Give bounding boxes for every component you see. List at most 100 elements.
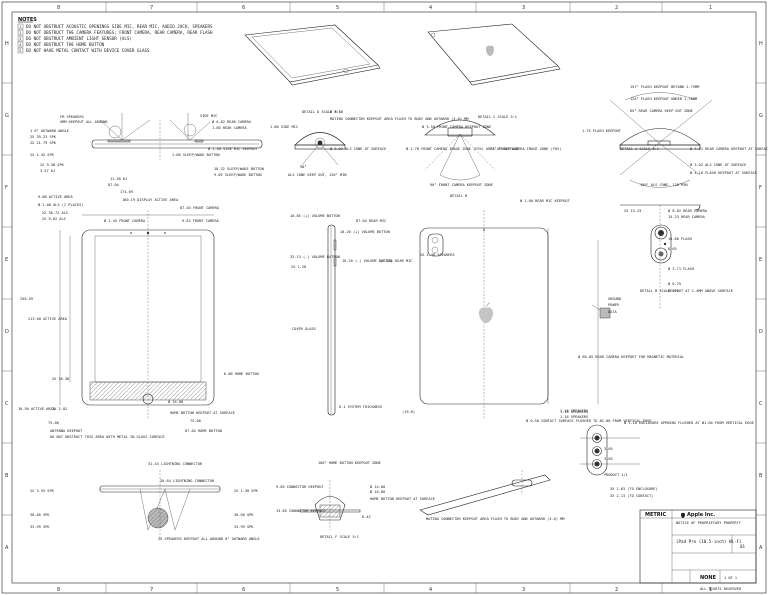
rear-detail-label: POWER [608,303,620,307]
camera-detail-label: 90° FRONT CAMERA KEEPOUT ZONE [430,183,493,187]
bottom-views-label: MATING CONNECTOR KEEPOUT AREA FLUSH TO B… [426,517,565,521]
note-number-box [17,41,24,48]
flash-detail-label: Ø 3.02 ALS CONE AT SURFACE [690,162,746,167]
side-view-label: 2X 21.79 SPK [30,141,57,145]
title-rights: ALL RIGHTS RESERVED [700,587,741,591]
col-label-top: 3 [522,5,525,11]
side-view-label: SIDE MIC [200,114,217,118]
note-number: 1 [19,25,21,29]
col-label-top: 4 [429,5,432,11]
isometric-front-view [244,24,381,86]
note-number: 5 [19,49,21,53]
bottom-views-label: Ø 14.00 [370,484,385,489]
col-label-bottom: 2 [615,587,618,593]
bottom-views-label: 30.60 SPK [30,513,50,517]
note-number: 2 [19,31,21,35]
title-units: METRIC [645,512,667,518]
mic-detail [294,132,346,166]
row-label-right: G [759,113,763,119]
bottom-views-label: DETAIL F SCALE 5:1 [320,535,359,539]
bottom-views-label: 20.64 LIGHTNING CONNECTOR [160,479,215,483]
isometric-rear-view [427,23,561,86]
col-label-bottom: 1 [709,587,712,593]
camera-detail-label: Ø 2.78 FRONT CAMERA IMAGE ZONE (FOV) ARE… [406,146,519,151]
mic-detail-label: MATING CONNECTOR KEEPOUT AREA FLUSH TO B… [330,117,469,121]
mic-detail-label: DETAIL D SCALE 5:1 [302,110,341,114]
rear-detail-label: 8.65 [668,247,677,251]
lightning-connector-detail [419,470,551,516]
rear-view-label: (19.8) [402,410,415,414]
title-product: iPad Pro (10.5-inch) Wi-Fi [676,539,742,544]
camera-detail-label: DETAIL C SCALE 5:1 [478,115,517,119]
flash-detail-label: 65° REAR CAMERA KEEP OUT ZONE [630,109,693,113]
connector-detail-label: Ø 0.50 CONTACT SURFACE FLUSHED TO Ø1.00 … [526,418,652,423]
bottom-views-label: 31.44 LIGHTNING CONNECTOR [148,462,203,466]
rear-detail-label: 15.23 REAR CAMERA [668,215,706,219]
rear-detail-label: Ø 8.82 REAR CAMERA [668,208,708,213]
side-profile-label: 10.85 (+) VOLUME BUTTON [290,214,340,218]
front-view-label: DO NOT OBSTRUCT THIS AREA WITH METAL IN … [50,435,165,439]
front-view-label: ANTENNA KEEPOUT [50,429,83,433]
side-view-label: 1.80 SIDE MIC [270,125,298,129]
side-view-label: 1 0° OUTWARD ANGLE [30,129,69,133]
row-label-right: C [759,401,763,407]
rear-detail-label: GROUND [608,297,621,301]
title-block: METRIC Apple Inc. NOTICE OF PROPRIETARY … [639,509,757,591]
bottom-views-label: 100° HOME BUTTON KEEPOUT ZONE [318,461,381,465]
notes-title: NOTES [18,17,37,23]
col-label-top: 8 [57,5,60,11]
side-view-label: Ø 6.82 REAR CAMERA [212,119,252,124]
note-text: DO NOT HAVE METAL CONTACT WITH DEVICE CO… [26,48,150,53]
side-view-label: 87.04 [108,183,119,187]
rear-view-label: (0.23) REAR MIC [380,259,412,263]
row-label-left: A [5,545,9,551]
connector-detail [580,424,640,476]
connector-detail-label: Ø 3.10 ENCLOSURE OPENING FLUSHED AT Ø1.0… [624,420,754,425]
front-view-label: 75.00 [48,421,59,425]
side-view-label: FM SPEAKERS [60,115,84,119]
front-view-label: 250.59 [20,297,33,301]
flash-detail-label: 157° FLASH KEEPOUT BEYOND 1.75MM [630,85,700,89]
side-profile-label: 10.20 (+) VOLUME BUTTON [340,230,390,234]
front-view-label: Ø 14.00 [168,399,183,404]
row-label-right: A [759,545,763,551]
front-view-label: HOME BUTTON KEEPOUT AT SURFACE [170,411,235,415]
mic-detail-label: ALS CONE KEEP OUT, 120° MIN [288,173,346,177]
mic-detail-label: 90° [300,165,307,169]
side-view-label: 5MM KEEPOUT ALL AROUND [60,120,108,124]
title-scale: NONE [700,575,717,581]
note-number-box [17,23,24,30]
row-label-left: F [5,185,8,191]
connector-detail-label: PRODUCT 1/1 [604,473,628,477]
rear-detail-label: 10.68 FLASH [668,237,692,241]
front-view-label: Ø 2.45 FRONT CAMERA [104,218,146,223]
flash-detail-label: 150° ALS CONE, 120°MIN [640,183,688,187]
front-view-label: 160.19 DISPLAY ACTIVE AREA [122,198,179,202]
bottom-views-label: 30.60 SPK [234,513,254,517]
side-view-label: 3.57 KJ [40,169,55,173]
col-label-bottom: 5 [336,587,339,593]
side-view-label: 1.80 SLEEP/WAKE BUTTON [172,153,220,157]
camera-detail-label: Ø 3.50 FRONT CAMERA KEEPOUT ZONE [422,124,491,129]
rear-detail-label: 2X 15.23 [624,209,641,213]
row-label-left: C [5,401,9,407]
bottom-views-label: 13.85 CONNECTOR KEEPOUT [276,509,327,513]
connector-detail-label: 3X 1.63 (TO ENCLOSURE) [610,487,658,491]
note-number-box [17,35,24,42]
title-company: Apple Inc. [687,512,715,518]
front-view-label: 18.50 ACTIVE AREA [18,407,56,411]
note-number: 3 [19,37,21,41]
bottom-views-label: 2X SPEAKERS KEEPOUT ALL AROUND 0° OUTWAR… [158,537,260,541]
bottom-views-label: Ø 16.00 [370,489,385,494]
side-profile-view [327,224,337,416]
front-view-label: 2X 2.02 [52,407,67,411]
front-view-label: 87.04 HOME BUTTON [185,429,222,433]
col-label-top: 6 [242,5,245,11]
bottom-views-label: 9.85 CONNECTOR KEEPOUT [276,485,324,489]
front-view-label: 174.09 [120,190,133,194]
side-view-label: Ø 1.60 SIDE MIC KEEPOUT [208,146,259,151]
connector-detail-label: 3.05 [604,457,613,461]
note-text: DO NOT OBSTRUCT THE HOME BUTTON [26,42,105,47]
